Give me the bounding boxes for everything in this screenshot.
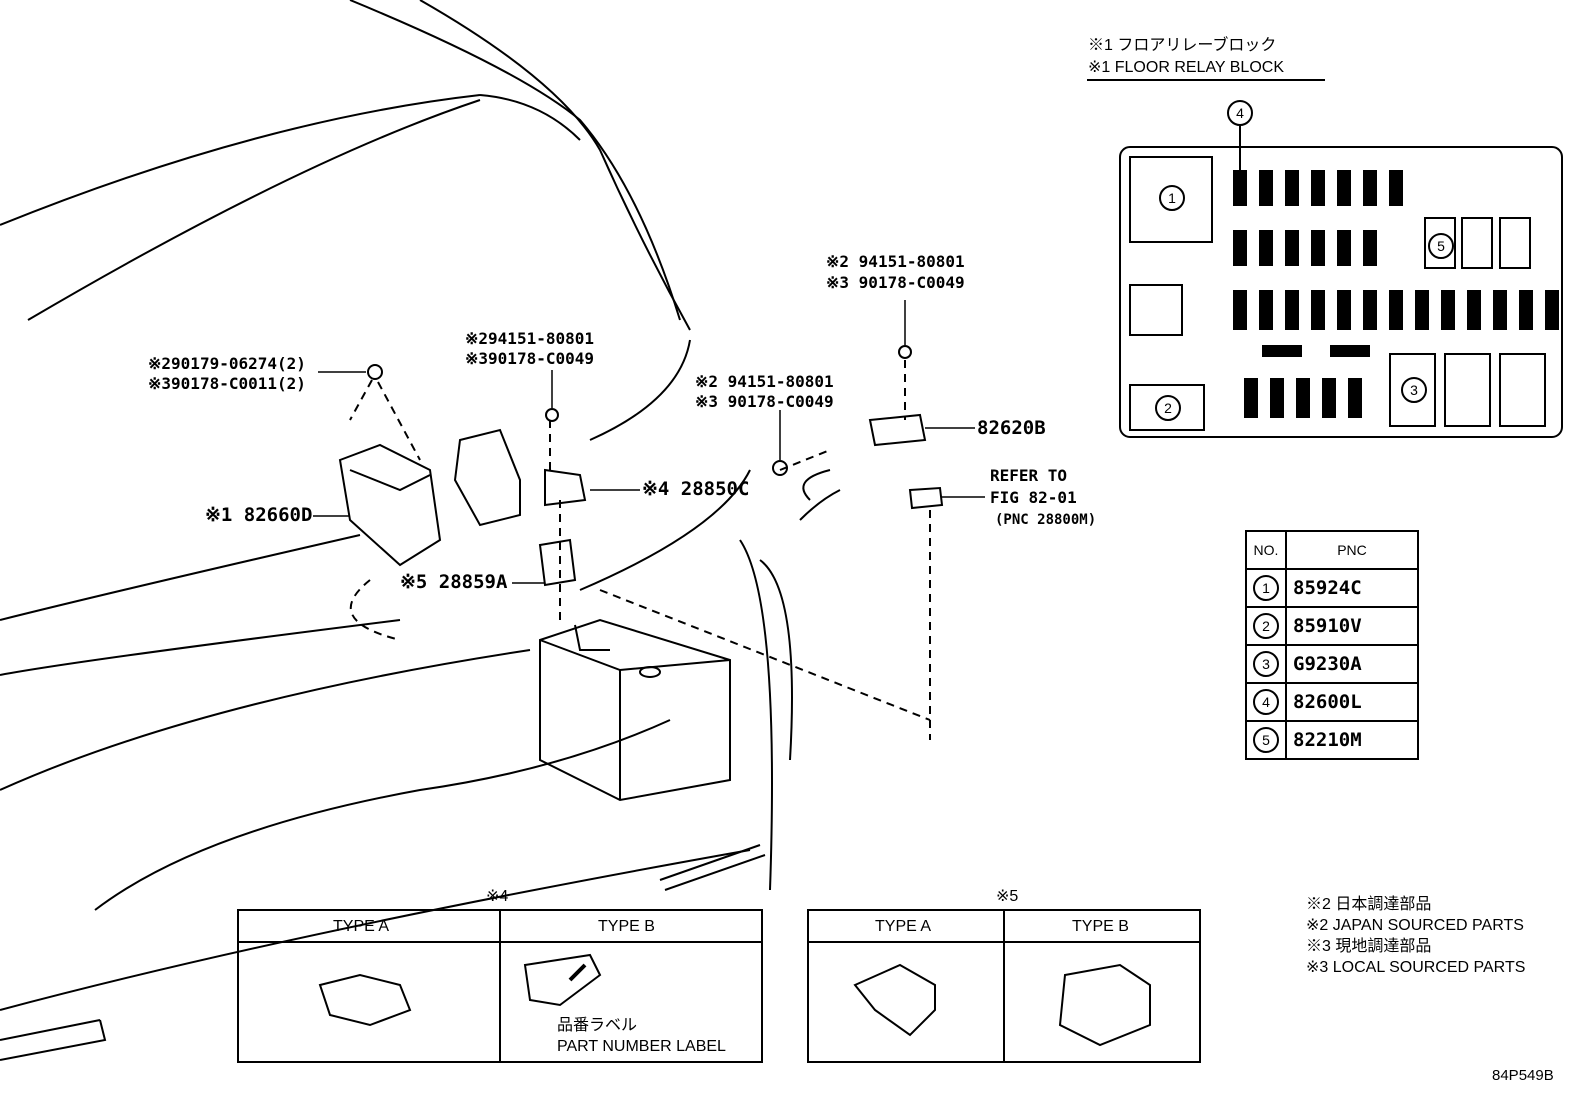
relay-block-title-en: ※1 FLOOR RELAY BLOCK <box>1088 59 1284 76</box>
marker-3: 3 <box>1401 377 1427 403</box>
note-japan-en: ※2 JAPAN SOURCED PARTS <box>1306 917 1524 934</box>
row-no: 2 <box>1253 613 1279 639</box>
row-pnc: 82600L <box>1285 682 1419 722</box>
row-no: 4 <box>1253 689 1279 715</box>
fuse-row-4 <box>1244 378 1362 418</box>
callout-nut-3-line2: ※3 90178-C0049 <box>695 392 834 411</box>
leader-lines <box>349 360 931 740</box>
figure-id: 84P549B <box>1492 1067 1554 1084</box>
callout-bolt-1-line1: ※290179-06274(2) <box>148 354 306 373</box>
table-row: 2 85910V <box>1245 606 1419 646</box>
fuse-row-2 <box>1233 230 1377 266</box>
note-local-jp: ※3 現地調達部品 <box>1306 938 1432 955</box>
type-box-4-type-a: TYPE A <box>333 918 390 935</box>
relay-block-title-jp: ※1 フロアリレーブロック <box>1088 37 1277 54</box>
row-pnc: 82210M <box>1285 720 1419 760</box>
fuse-row-1 <box>1233 170 1403 206</box>
row-pnc: G9230A <box>1285 644 1419 684</box>
type-box-4-mark: ※4 <box>486 888 509 905</box>
refer-to-line3: (PNC 28800M) <box>995 512 1097 528</box>
part-82620B-label: 82620B <box>977 417 1046 439</box>
callout-nut-4-line2: ※3 90178-C0049 <box>826 273 965 292</box>
relay-slots <box>1389 217 1546 427</box>
callout-bolt-1-line2: ※390178-C0011(2) <box>148 374 306 393</box>
marker-2: 2 <box>1155 395 1181 421</box>
note-japan-jp: ※2 日本調達部品 <box>1306 896 1432 913</box>
type-box-5 <box>807 909 1201 1063</box>
refer-to-line2: FIG 82-01 <box>990 488 1077 507</box>
type-box-4 <box>237 909 763 1063</box>
row-no: 1 <box>1253 575 1279 601</box>
row-no: 3 <box>1253 651 1279 677</box>
marker-5: 5 <box>1428 233 1454 259</box>
callout-nut-2-line1: ※294151-80801 <box>465 329 594 348</box>
row-pnc: 85910V <box>1285 606 1419 646</box>
callout-nut-3-line1: ※2 94151-80801 <box>695 372 834 391</box>
header-no: NO. <box>1245 530 1287 570</box>
part-number-label-jp: 品番ラベル <box>557 1017 638 1034</box>
type-box-5-type-a: TYPE A <box>875 918 932 935</box>
callout-leaders <box>313 300 985 584</box>
marker-4: 4 <box>1227 100 1253 126</box>
table-row: 3 G9230A <box>1245 644 1419 684</box>
fuse-row-small <box>1262 345 1370 357</box>
table-row: 5 82210M <box>1245 720 1419 760</box>
type-box-4-type-b: TYPE B <box>598 918 655 935</box>
marker-1: 1 <box>1159 185 1185 211</box>
part-number-label-en: PART NUMBER LABEL <box>557 1038 726 1055</box>
row-pnc: 85924C <box>1285 568 1419 608</box>
part-28859A-label: ※5 28859A <box>400 571 508 593</box>
row-no: 5 <box>1253 727 1279 753</box>
type-box-5-mark: ※5 <box>996 888 1019 905</box>
pnc-table-header: NO. PNC <box>1245 530 1419 570</box>
refer-to-line1: REFER TO <box>990 466 1068 485</box>
note-local-en: ※3 LOCAL SOURCED PARTS <box>1306 959 1526 976</box>
table-row: 1 85924C <box>1245 568 1419 608</box>
header-pnc: PNC <box>1285 530 1419 570</box>
callout-nut-4-line1: ※2 94151-80801 <box>826 252 965 271</box>
battery <box>539 618 731 802</box>
part-28850C-label: ※4 28850C <box>642 478 750 500</box>
vehicle-body-outline <box>0 0 841 1061</box>
fuse-row-3 <box>1233 290 1559 330</box>
part-82660D-label: ※1 82660D <box>205 504 313 526</box>
relay-block-layout <box>1087 79 1563 438</box>
pnc-table: NO. PNC 1 85924C 2 85910V 3 G9230A 4 826… <box>1245 530 1419 760</box>
callout-nut-2-line2: ※390178-C0049 <box>465 349 594 368</box>
relay-block-part-drawing <box>338 345 944 587</box>
table-row: 4 82600L <box>1245 682 1419 722</box>
type-box-5-type-b: TYPE B <box>1072 918 1129 935</box>
